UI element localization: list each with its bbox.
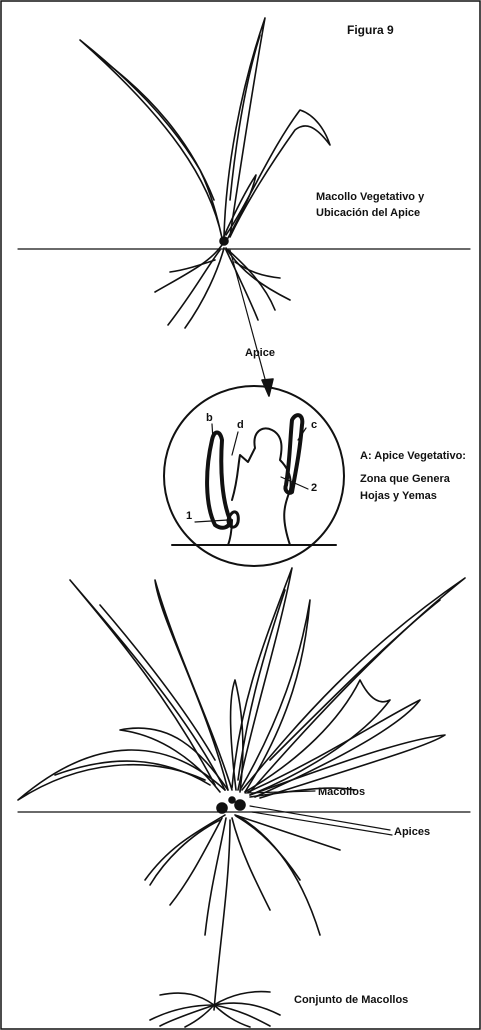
- mark-2: 2: [311, 482, 317, 494]
- apices-label: Apices: [394, 824, 430, 840]
- apice-label: Apice: [245, 345, 275, 361]
- detail-circle: [164, 386, 344, 566]
- top-node: [220, 237, 228, 245]
- macollos-label: Macollos: [318, 784, 365, 800]
- conjunto-macollos-label: Conjunto de Macollos: [294, 992, 408, 1008]
- bottom-plant: [18, 568, 470, 1027]
- bottom-node-right: [235, 800, 245, 810]
- ubicacion-apice-label: Ubicación del Apice: [316, 205, 420, 221]
- figure-title: Figura 9: [347, 22, 394, 38]
- mark-c: c: [311, 419, 317, 431]
- bottom-node-left: [217, 803, 227, 813]
- zona-genera-label: Zona que Genera: [360, 471, 450, 487]
- mark-1: 1: [186, 510, 192, 522]
- apex-detail: [164, 386, 344, 566]
- macollo-vegetativo-label: Macollo Vegetativo y: [316, 189, 424, 205]
- mark-b: b: [206, 412, 213, 424]
- apice-vegetativo-label: A: Apice Vegetativo:: [360, 448, 466, 464]
- mark-d: d: [237, 419, 244, 431]
- hojas-yemas-label: Hojas y Yemas: [360, 488, 437, 504]
